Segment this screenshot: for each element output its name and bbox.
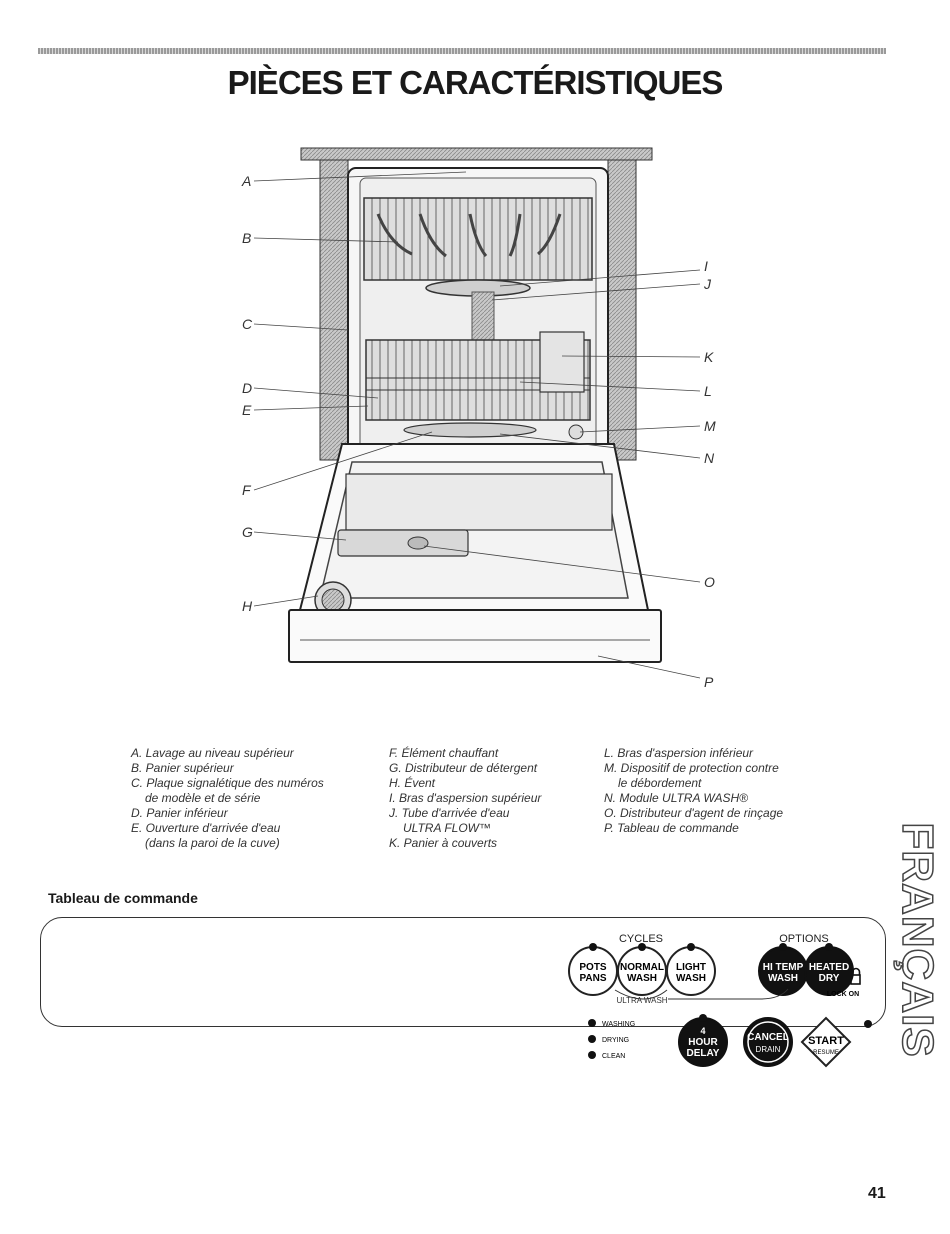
callout-l: L bbox=[704, 383, 712, 399]
svg-text:LIGHT: LIGHT bbox=[676, 962, 706, 973]
lock-on-label: LOCK ON bbox=[827, 991, 859, 998]
svg-text:RESUME: RESUME bbox=[813, 1050, 839, 1056]
callout-e: E bbox=[242, 402, 252, 418]
ultra-wash-label: ULTRA WASH bbox=[616, 996, 667, 1005]
svg-text:HOUR: HOUR bbox=[688, 1037, 718, 1048]
page-number: 41 bbox=[868, 1185, 886, 1202]
legend-item-e-cont: (dans la paroi de la cuve) bbox=[145, 836, 280, 850]
legend-item-l: L. Bras d'aspersion inférieur bbox=[604, 746, 754, 760]
svg-text:CANCEL: CANCEL bbox=[747, 1032, 789, 1043]
svg-text:POTS: POTS bbox=[579, 962, 607, 973]
page-title: PIÈCES ET CARACTÉRISTIQUES bbox=[227, 64, 724, 101]
cycles-label: CYCLES bbox=[619, 933, 663, 945]
svg-text:NORMAL: NORMAL bbox=[620, 962, 664, 973]
normal-wash-button[interactable]: NORMAL WASH bbox=[617, 943, 667, 996]
legend-item-c: C. Plaque signalétique des numéros bbox=[131, 776, 324, 790]
legend-column-1: A. Lavage au niveau supérieur B. Panier … bbox=[131, 746, 361, 851]
lock-icon bbox=[850, 967, 861, 985]
svg-text:DELAY: DELAY bbox=[687, 1048, 720, 1059]
callout-j: J bbox=[703, 276, 712, 292]
svg-text:DRAIN: DRAIN bbox=[756, 1045, 781, 1054]
header-rule bbox=[38, 48, 886, 54]
callout-c: C bbox=[242, 316, 253, 332]
start-resume-button[interactable]: START RESUME bbox=[800, 1016, 872, 1068]
heated-dry-button[interactable]: HEATED DRY bbox=[804, 943, 854, 996]
legend-item-d: D. Panier inférieur bbox=[131, 806, 228, 820]
callout-o: O bbox=[704, 574, 715, 590]
section-heading-control-panel: Tableau de commande bbox=[48, 890, 198, 906]
legend-item-e: E. Ouverture d'arrivée d'eau bbox=[131, 821, 281, 835]
legend-column-3: L. Bras d'aspersion inférieur M. Disposi… bbox=[604, 746, 824, 836]
pots-pans-button[interactable]: POTS PANS bbox=[568, 943, 618, 996]
legend-item-a: A. Lavage au niveau supérieur bbox=[131, 746, 294, 760]
hi-temp-wash-button[interactable]: HI TEMP WASH bbox=[758, 943, 808, 996]
callout-h: H bbox=[242, 598, 253, 614]
svg-text:WASH: WASH bbox=[768, 973, 798, 984]
svg-text:HI TEMP: HI TEMP bbox=[763, 962, 804, 973]
options-label: OPTIONS bbox=[779, 933, 829, 945]
legend-item-n: N. Module ULTRA WASH® bbox=[604, 791, 748, 805]
callout-d: D bbox=[242, 380, 252, 396]
legend-item-m: M. Dispositif de protection contre bbox=[604, 761, 779, 775]
light-wash-button[interactable]: LIGHT WASH bbox=[666, 943, 716, 996]
legend-item-j: J. Tube d'arrivée d'eau bbox=[389, 806, 510, 820]
legend-item-c-cont: de modèle et de série bbox=[145, 791, 261, 805]
callout-b: B bbox=[242, 230, 251, 246]
svg-text:DRYING: DRYING bbox=[602, 1037, 629, 1044]
callout-g: G bbox=[242, 524, 253, 540]
language-side-tab: FRANÇAIS bbox=[892, 822, 943, 1059]
legend-item-h: H. Évent bbox=[389, 776, 436, 790]
legend-item-j-cont: ULTRA FLOW™ bbox=[403, 821, 492, 835]
legend-item-m-cont: le débordement bbox=[618, 776, 702, 790]
legend-column-2: F. Élément chauffant G. Distributeur de … bbox=[389, 746, 589, 851]
hour-delay-button[interactable]: 4 HOUR DELAY bbox=[678, 1014, 728, 1067]
svg-text:PANS: PANS bbox=[579, 973, 606, 984]
callout-a: A bbox=[241, 173, 251, 189]
status-drying: DRYING bbox=[588, 1035, 629, 1044]
legend-item-b: B. Panier supérieur bbox=[131, 761, 234, 775]
status-clean: CLEAN bbox=[588, 1051, 625, 1060]
callout-n: N bbox=[704, 450, 715, 466]
svg-text:START: START bbox=[808, 1035, 844, 1047]
svg-text:WASH: WASH bbox=[627, 973, 657, 984]
svg-text:WASH: WASH bbox=[676, 973, 706, 984]
status-washing: WASHING bbox=[588, 1019, 635, 1028]
callout-i: I bbox=[704, 258, 708, 274]
legend-item-i: I. Bras d'aspersion supérieur bbox=[389, 791, 542, 805]
legend-item-k: K. Panier à couverts bbox=[389, 836, 498, 850]
legend-item-f: F. Élément chauffant bbox=[389, 746, 499, 760]
svg-text:WASHING: WASHING bbox=[602, 1021, 635, 1028]
svg-text:CLEAN: CLEAN bbox=[602, 1053, 625, 1060]
legend-item-g: G. Distributeur de détergent bbox=[389, 761, 538, 775]
callout-p: P bbox=[704, 674, 714, 690]
cancel-drain-button[interactable]: CANCEL DRAIN bbox=[743, 1017, 793, 1067]
callout-k: K bbox=[704, 349, 714, 365]
legend-item-p: P. Tableau de commande bbox=[604, 821, 739, 835]
svg-text:DRY: DRY bbox=[819, 973, 840, 984]
callout-m: M bbox=[704, 418, 716, 434]
callout-f: F bbox=[242, 482, 252, 498]
svg-text:HEATED: HEATED bbox=[809, 962, 849, 973]
svg-text:4: 4 bbox=[700, 1026, 705, 1036]
legend-item-o: O. Distributeur d'agent de rinçage bbox=[604, 806, 784, 820]
control-panel-frame bbox=[40, 917, 886, 1027]
